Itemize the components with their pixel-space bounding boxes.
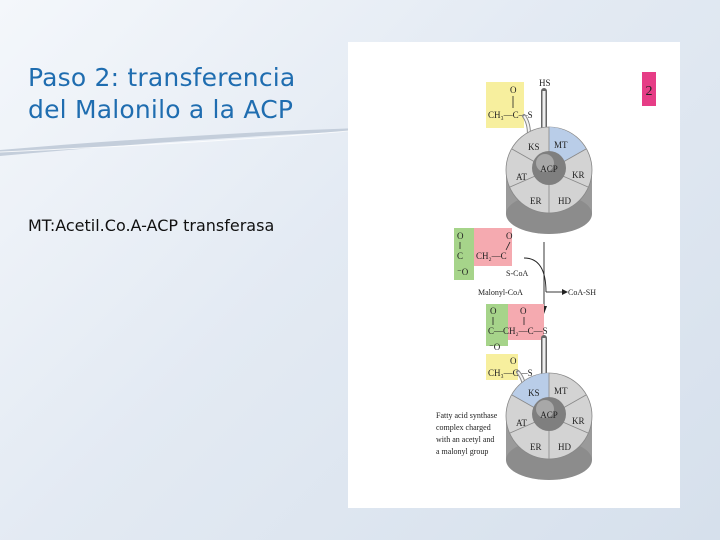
svg-text:O: O bbox=[520, 306, 527, 316]
svg-text:HD: HD bbox=[558, 442, 571, 452]
svg-text:ACP: ACP bbox=[540, 164, 558, 174]
svg-text:CH₃—C—S: CH₃—C—S bbox=[488, 110, 533, 120]
svg-text:S-CoA: S-CoA bbox=[506, 269, 528, 278]
svg-text:O: O bbox=[490, 306, 497, 316]
title-line-2: del Malonilo a la ACP bbox=[28, 95, 294, 124]
bottom-malonyl-group: O C—CH₂—C—S O ⁻O bbox=[486, 304, 548, 352]
svg-text:⁻O: ⁻O bbox=[489, 342, 501, 352]
title-line-1: Paso 2: transferencia bbox=[28, 63, 296, 92]
svg-text:a malonyl group: a malonyl group bbox=[436, 447, 488, 456]
fatty-acid-synthase-figure: 2 O CH₃—C—S HS KS MT ACP AT KR ER HD bbox=[348, 42, 680, 508]
svg-text:ER: ER bbox=[530, 442, 542, 452]
svg-text:complex charged: complex charged bbox=[436, 423, 491, 432]
complex-caption: Fatty acid synthase complex charged with… bbox=[436, 411, 498, 456]
hs-label: HS bbox=[539, 78, 551, 88]
svg-text:C—CH₂—C—S: C—CH₂—C—S bbox=[488, 326, 548, 336]
bottom-enzyme-disk: KS MT ACP AT KR ER HD bbox=[505, 372, 593, 480]
svg-text:CH₂—C: CH₂—C bbox=[476, 251, 507, 261]
svg-text:ACP: ACP bbox=[540, 410, 558, 420]
svg-text:KR: KR bbox=[572, 416, 585, 426]
svg-text:C: C bbox=[457, 251, 463, 261]
step-badge bbox=[642, 72, 656, 106]
svg-text:ER: ER bbox=[530, 196, 542, 206]
svg-text:with an acetyl and: with an acetyl and bbox=[436, 435, 494, 444]
svg-text:⁻O: ⁻O bbox=[457, 267, 469, 277]
svg-text:KR: KR bbox=[572, 170, 585, 180]
svg-text:KS: KS bbox=[528, 142, 540, 152]
svg-text:Fatty acid synthase: Fatty acid synthase bbox=[436, 411, 498, 420]
svg-text:CH₃—C—S: CH₃—C—S bbox=[488, 368, 533, 378]
svg-text:O: O bbox=[510, 356, 517, 366]
slide-title: Paso 2: transferencia del Malonilo a la … bbox=[28, 62, 348, 126]
reaction-curve-arrow bbox=[523, 257, 547, 293]
svg-text:O: O bbox=[457, 231, 464, 241]
step-badge-label: 2 bbox=[646, 84, 653, 99]
diagram-canvas: 2 O CH₃—C—S HS KS MT ACP AT KR ER HD bbox=[436, 72, 656, 480]
malonyl-coa-label: Malonyl-CoA bbox=[478, 288, 523, 297]
bottom-acetyl-group: O CH₃—C—S bbox=[486, 354, 533, 380]
svg-text:AT: AT bbox=[516, 172, 528, 182]
slide-body-text: MT:Acetil.Co.A-ACP transferasa bbox=[28, 216, 275, 235]
svg-text:AT: AT bbox=[516, 418, 528, 428]
svg-text:O: O bbox=[506, 231, 513, 241]
svg-text:HD: HD bbox=[558, 196, 571, 206]
svg-text:O: O bbox=[510, 85, 517, 95]
coa-sh-label: CoA-SH bbox=[568, 288, 596, 297]
svg-text:MT: MT bbox=[554, 386, 568, 396]
top-enzyme-disk: KS MT ACP AT KR ER HD bbox=[505, 126, 593, 234]
top-acetyl-group: O CH₃—C—S bbox=[486, 82, 533, 128]
svg-text:MT: MT bbox=[554, 140, 568, 150]
svg-text:KS: KS bbox=[528, 388, 540, 398]
malonyl-coa-molecule: O C CH₂—C O ⁻O S-CoA Malonyl-CoA bbox=[454, 228, 528, 297]
